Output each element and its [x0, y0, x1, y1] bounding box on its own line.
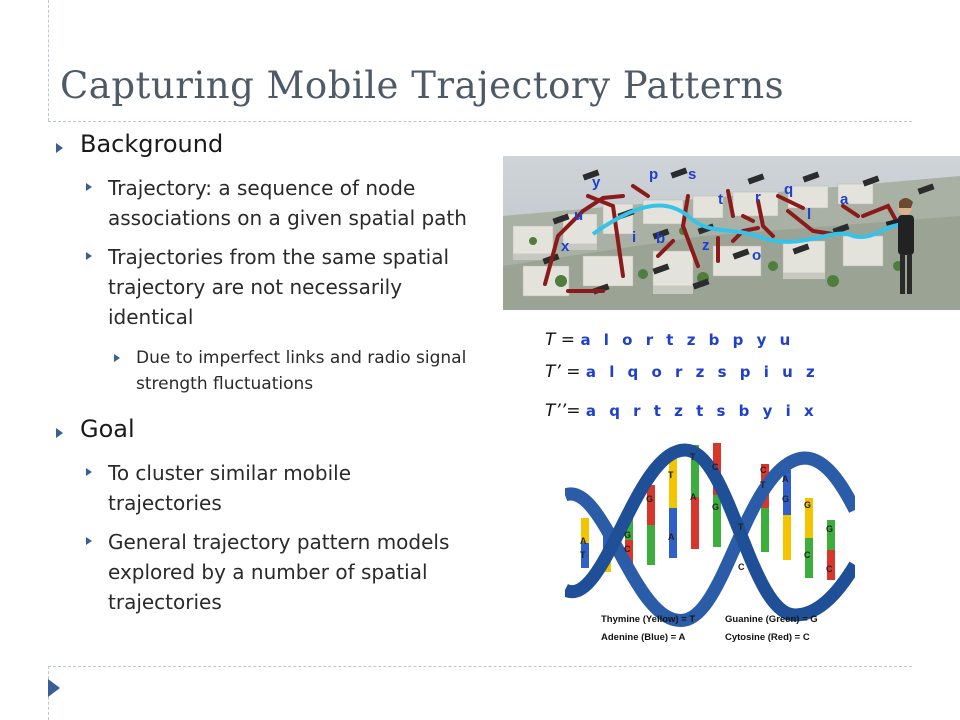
bullet-pattern-models: General trajectory pattern models explor…: [108, 530, 450, 614]
dna-legend-thymine: Thymine (Yellow) = T: [601, 614, 695, 625]
dna-base-letter: A: [690, 492, 697, 502]
dna-base-letter: G: [624, 530, 631, 540]
dna-base-letter: C: [738, 562, 745, 572]
dna-base-letter: C: [712, 462, 719, 472]
title-divider: [48, 121, 912, 122]
sequence-value: a l o r t z b p y u: [580, 331, 795, 349]
corner-triangle-icon: [48, 679, 60, 697]
bullet-triangle-icon: [86, 537, 92, 545]
dna-base-letter: G: [712, 502, 719, 512]
sequence-label: T’’=: [545, 401, 581, 421]
bullet-goal: Goal: [80, 415, 135, 443]
sequence-value: a q r t z t s b y i x: [585, 402, 818, 420]
trajectory-node-label: r: [755, 189, 761, 206]
sequence-t-double-prime: T’’= a q r t z t s b y i x: [545, 401, 818, 421]
bullet-triangle-icon: [86, 252, 92, 260]
sequence-label: T =: [545, 330, 576, 350]
dna-base-letter: G: [646, 494, 653, 504]
dna-base-letter: C: [804, 550, 811, 560]
sequence-value: a l q o r z s p i u z: [585, 363, 819, 381]
dna-base-letter: C: [624, 544, 631, 554]
sequence-label: T’ =: [545, 362, 581, 382]
trajectory-node-label: t: [718, 191, 723, 208]
dna-base-letter: G: [826, 524, 833, 534]
bullet-triangle-icon: [86, 468, 92, 476]
dna-base-letter: C: [826, 564, 833, 574]
dna-base-letter: T: [760, 480, 766, 490]
sequence-t-prime: T’ = a l q o r z s p i u z: [545, 362, 819, 382]
bullet-triangle-icon: [114, 354, 120, 362]
trajectory-node-label: o: [752, 247, 761, 264]
dna-legend-adenine: Adenine (Blue) = A: [601, 632, 686, 643]
dna-base-letter: G: [782, 494, 789, 504]
trajectory-node-label: q: [784, 181, 793, 198]
trajectory-node-label: l: [807, 206, 811, 223]
bullet-trajectory-variation: Trajectories from the same spatial traje…: [108, 245, 450, 329]
dna-base-letter: T: [580, 550, 586, 560]
sequence-t: T = a l o r t z b p y u: [545, 330, 794, 350]
dna-legend-cytosine: Cytosine (Red) = C: [725, 632, 810, 643]
trajectory-node-label: p: [649, 166, 658, 183]
bullet-cluster-goal: To cluster similar mobile trajectories: [108, 461, 352, 515]
bullet-background: Background: [80, 130, 224, 158]
bullet-trajectory-definition: Trajectory: a sequence of node associati…: [108, 176, 467, 230]
trajectory-node-label: x: [561, 238, 570, 255]
dna-base-letter: T: [690, 452, 696, 462]
trajectory-node-label: b: [656, 230, 665, 247]
left-guide-top: [48, 0, 49, 121]
footer-divider: [48, 666, 912, 667]
trajectory-node-label: a: [840, 191, 849, 208]
dna-legend-guanine: Guanine (Green) = G: [725, 614, 818, 625]
bullet-triangle-icon: [56, 143, 63, 153]
trajectory-node-label: i: [632, 229, 636, 246]
trajectory-node-label: z: [702, 237, 710, 254]
dna-base-letter: T: [738, 522, 744, 532]
dna-base-letter: C: [760, 465, 767, 475]
dna-base-letter: G: [804, 500, 811, 510]
slide-title: Capturing Mobile Trajectory Patterns: [60, 64, 785, 107]
bullet-triangle-icon: [86, 183, 92, 191]
bullet-imperfect-links: Due to imperfect links and radio signal …: [136, 348, 467, 394]
dna-base-letter: T: [668, 470, 674, 480]
trajectory-city-figure: y p s t r q a u l x i b z o: [503, 156, 960, 310]
trajectory-node-label: u: [574, 207, 583, 224]
dna-base-letter: A: [580, 536, 587, 546]
dna-base-letter: A: [668, 532, 675, 542]
bullet-triangle-icon: [56, 428, 63, 438]
trajectory-node-label: y: [592, 174, 601, 191]
trajectory-node-label: s: [688, 166, 696, 183]
dna-base-letter: A: [782, 474, 789, 484]
dna-double-helix-figure: A T G C G T A T A C G C T A G G C G C T …: [565, 443, 855, 643]
